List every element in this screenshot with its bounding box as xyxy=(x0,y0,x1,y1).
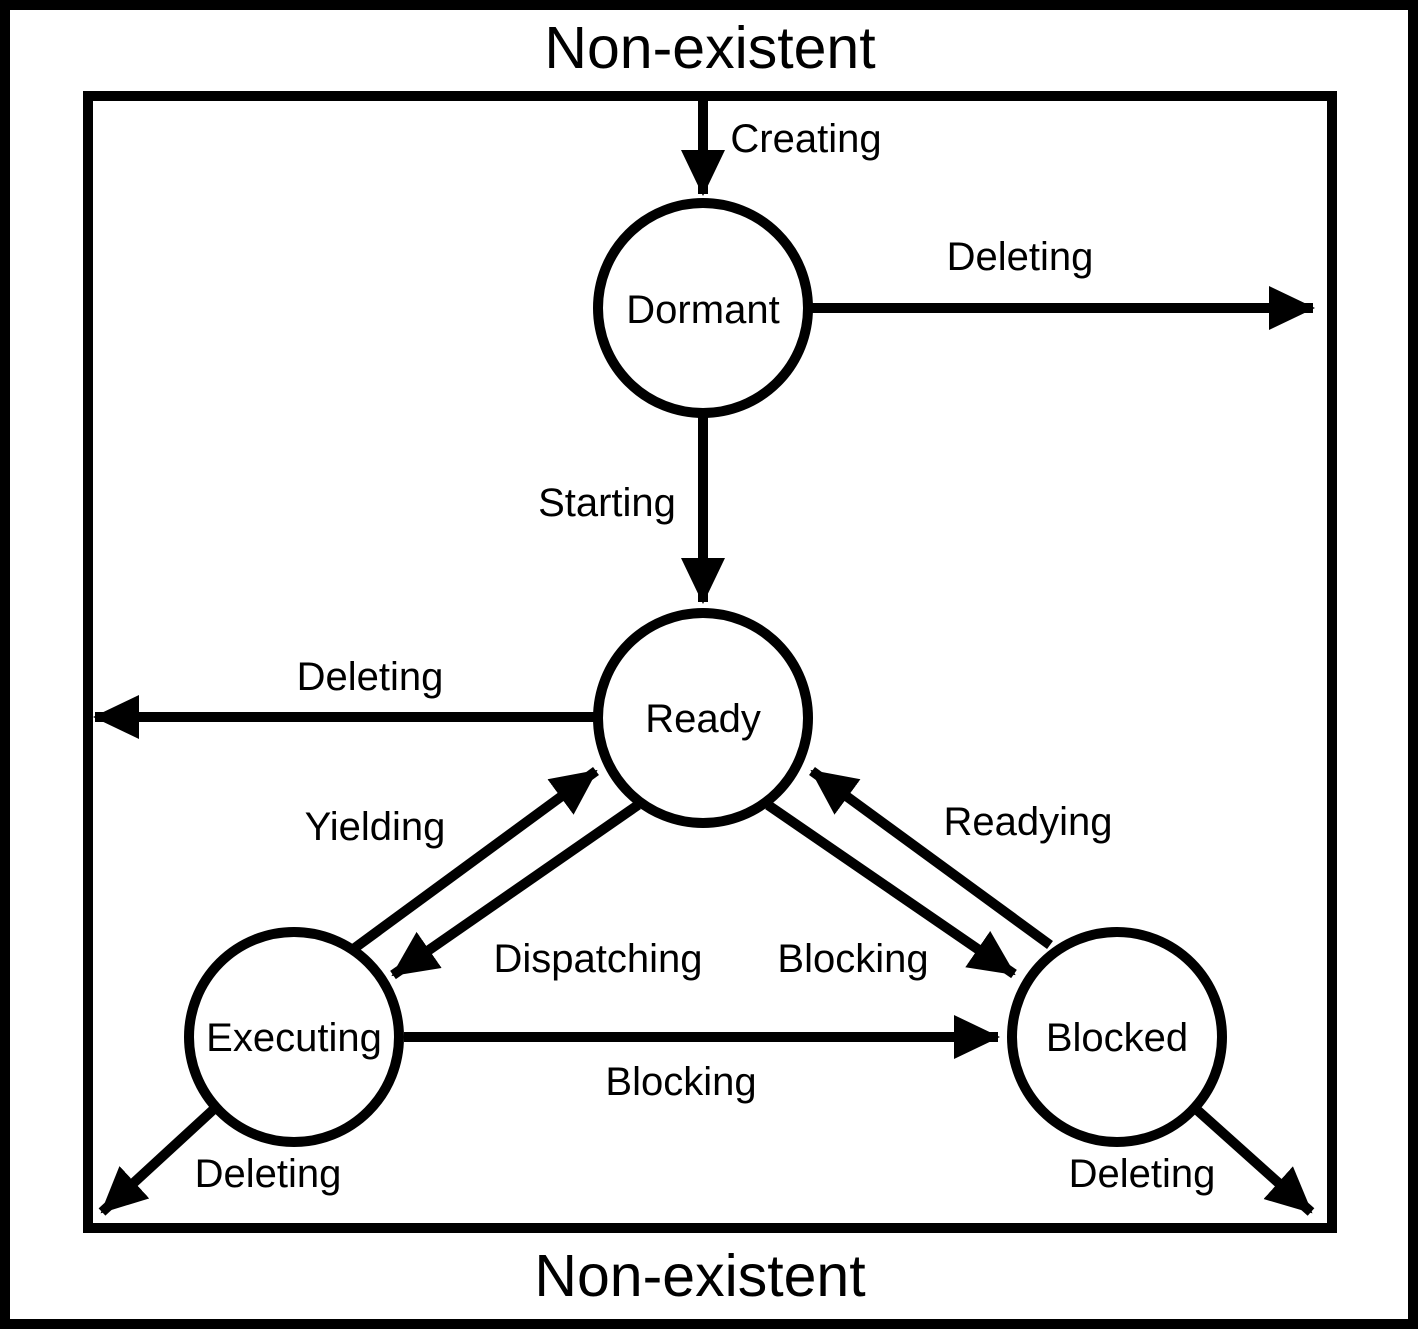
transition-deleting-from-blocked-arrow xyxy=(1192,1105,1315,1216)
transition-dispatching-label: Dispatching xyxy=(493,937,702,981)
transition-readying-arrow xyxy=(809,766,1053,950)
transition-deleting-from-ready-label: Deleting xyxy=(297,655,444,699)
state-executing-label: Executing xyxy=(206,1016,382,1060)
transition-yielding-label: Yielding xyxy=(305,805,446,849)
transition-deleting-from-executing-arrow xyxy=(98,1105,218,1216)
non-existent-label-bottom: Non-existent xyxy=(534,1243,865,1309)
transition-deleting-from-dormant-label: Deleting xyxy=(947,235,1094,279)
system-boundary xyxy=(83,91,1337,1233)
state-ready-label: Ready xyxy=(645,697,761,741)
transition-readying-label: Readying xyxy=(943,800,1112,844)
transition-creating-label: Creating xyxy=(730,117,881,161)
transition-deleting-from-blocked-label: Deleting xyxy=(1069,1152,1216,1196)
state-blocked-label: Blocked xyxy=(1046,1016,1188,1060)
transition-blocking-from-executing-label: Blocking xyxy=(605,1060,756,1104)
transition-blocking-from-ready-label: Blocking xyxy=(777,937,928,981)
state-dormant-label: Dormant xyxy=(626,288,779,332)
transition-starting-label: Starting xyxy=(538,481,676,525)
non-existent-label-top: Non-existent xyxy=(544,15,875,81)
transition-dispatching-arrow xyxy=(390,800,641,980)
state-ready-node xyxy=(593,608,813,828)
transition-yielding-arrow xyxy=(349,766,599,955)
transition-deleting-from-executing-label: Deleting xyxy=(195,1152,342,1196)
transition-blocking-from-ready-arrow xyxy=(765,800,1017,979)
state-dormant-node xyxy=(593,198,813,418)
state-executing-node xyxy=(184,927,404,1147)
state-blocked-node xyxy=(1007,927,1227,1147)
